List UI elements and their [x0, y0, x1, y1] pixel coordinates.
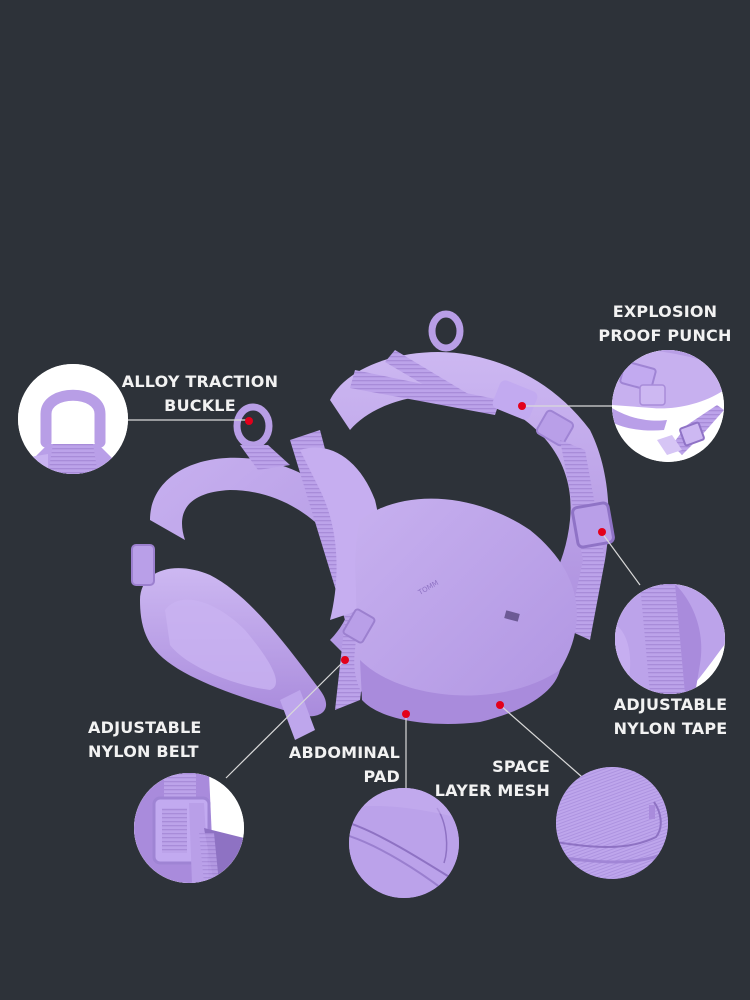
explosion-proof-punch-label: EXPLOSION PROOF PUNCH — [598, 302, 732, 345]
svg-text:TOMM: TOMM — [416, 579, 440, 597]
explosion-proof-punch-detail — [612, 350, 724, 462]
alloy-traction-buckle-label: ALLOY TRACTION BUCKLE — [121, 372, 279, 415]
mesh-fabric-closeup-icon — [556, 767, 668, 879]
adjustable-nylon-tape-detail — [615, 584, 725, 694]
adjustable-nylon-belt-label: ADJUSTABLE NYLON BELT — [88, 718, 202, 761]
d-ring-closeup-icon — [18, 364, 128, 474]
slider-buckle-closeup-icon — [134, 773, 244, 883]
adjustable-nylon-tape-label: ADJUSTABLE NYLON TAPE — [613, 695, 728, 738]
padded-fabric-closeup-icon — [349, 788, 459, 898]
abdominal-pad-detail — [349, 788, 459, 898]
nylon-tape-closeup-icon — [615, 584, 725, 694]
space-layer-mesh-detail — [556, 767, 668, 879]
abdominal-pad-label: ABDOMINAL PAD — [288, 743, 400, 786]
alloy-traction-buckle-detail — [18, 364, 128, 474]
space-layer-mesh-label: SPACE LAYER MESH — [434, 757, 550, 800]
adjustable-nylon-belt-detail — [134, 773, 244, 883]
side-release-buckle-closeup-icon — [612, 350, 724, 462]
